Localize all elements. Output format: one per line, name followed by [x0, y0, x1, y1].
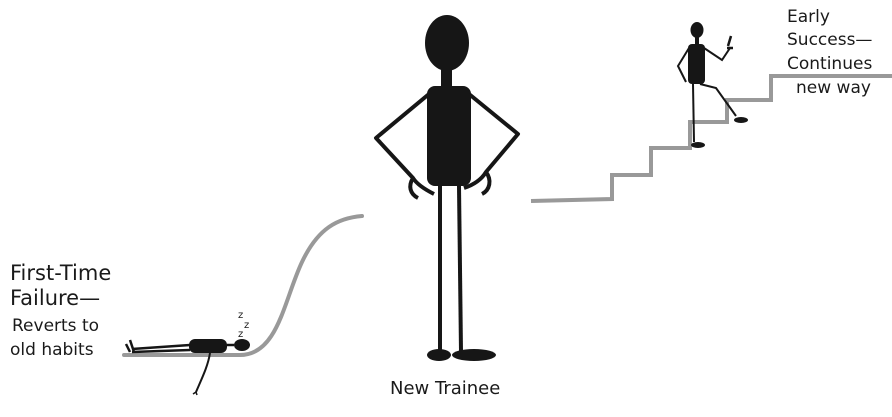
- success-label-line-2: Success—: [787, 30, 872, 50]
- success-label-line-1: Early: [787, 7, 830, 27]
- success-label-line-4: new way: [796, 78, 871, 98]
- snore-z-3: z: [238, 329, 243, 340]
- failure-label-line-1: First-Time: [10, 261, 111, 285]
- snore-z-1: z: [238, 310, 243, 321]
- failure-label-line-2: Failure—: [10, 286, 100, 310]
- trainee-label: New Trainee: [390, 378, 500, 399]
- sleeping-figure: [126, 339, 250, 395]
- failure-label-line-3: Reverts to: [12, 316, 99, 336]
- snore-z-2: z: [244, 320, 249, 331]
- failure-label-line-4: old habits: [10, 340, 94, 360]
- success-label-line-3: Continues: [787, 54, 872, 74]
- trainee-figure: [376, 15, 518, 361]
